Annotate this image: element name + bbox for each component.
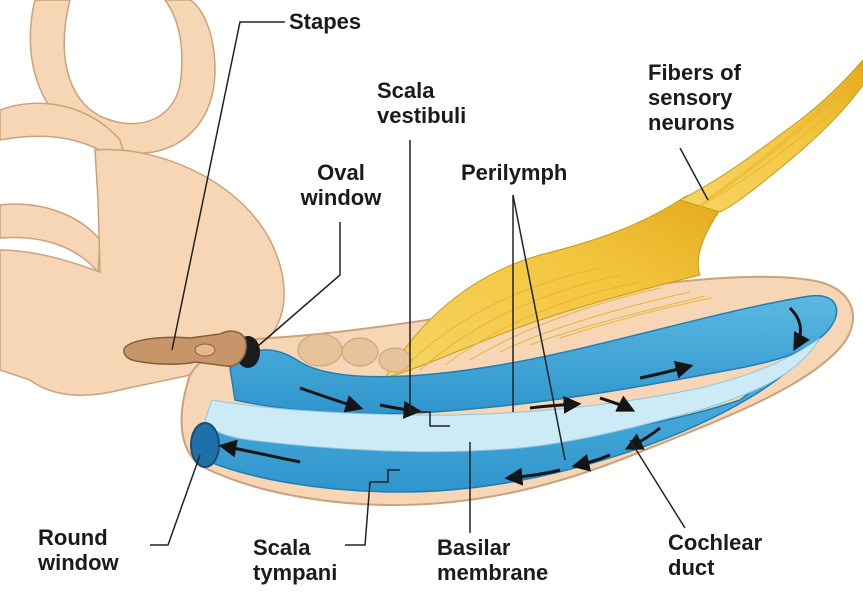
label-cochlear-duct: Cochlear duct	[668, 530, 762, 580]
oval-window-line-2: window	[286, 185, 396, 210]
oval-window-line-1: Oval	[286, 160, 396, 185]
perilymph-text: Perilymph	[461, 160, 567, 185]
cochlear-duct-line-2: duct	[668, 555, 762, 580]
label-scala-tympani: Scala tympani	[253, 535, 337, 585]
round-window-leader	[150, 455, 200, 545]
round-window-membrane	[191, 423, 219, 467]
stapes-text: Stapes	[289, 9, 361, 34]
round-window-line-2: window	[38, 550, 119, 575]
cochlear-duct-leader	[630, 440, 685, 528]
cochlear-duct-line-1: Cochlear	[668, 530, 762, 555]
fibers-line-2: sensory	[648, 85, 741, 110]
label-perilymph: Perilymph	[461, 160, 567, 185]
fibers-line-3: neurons	[648, 110, 741, 135]
label-round-window: Round window	[38, 525, 119, 575]
scala-tympani-line-1: Scala	[253, 535, 337, 560]
scala-tympani-line-2: tympani	[253, 560, 337, 585]
fibers-line-1: Fibers of	[648, 60, 741, 85]
label-stapes: Stapes	[289, 9, 361, 34]
label-fibers-sensory-neurons: Fibers of sensory neurons	[648, 60, 741, 135]
label-basilar-membrane: Basilar membrane	[437, 535, 548, 585]
label-scala-vestibuli: Scala vestibuli	[377, 78, 466, 128]
round-window-line-1: Round	[38, 525, 119, 550]
label-oval-window: Oval window	[286, 160, 396, 210]
basilar-membrane-line-1: Basilar	[437, 535, 548, 560]
basilar-membrane-line-2: membrane	[437, 560, 548, 585]
scala-vestibuli-line-1: Scala	[377, 78, 466, 103]
scala-vestibuli-line-2: vestibuli	[377, 103, 466, 128]
